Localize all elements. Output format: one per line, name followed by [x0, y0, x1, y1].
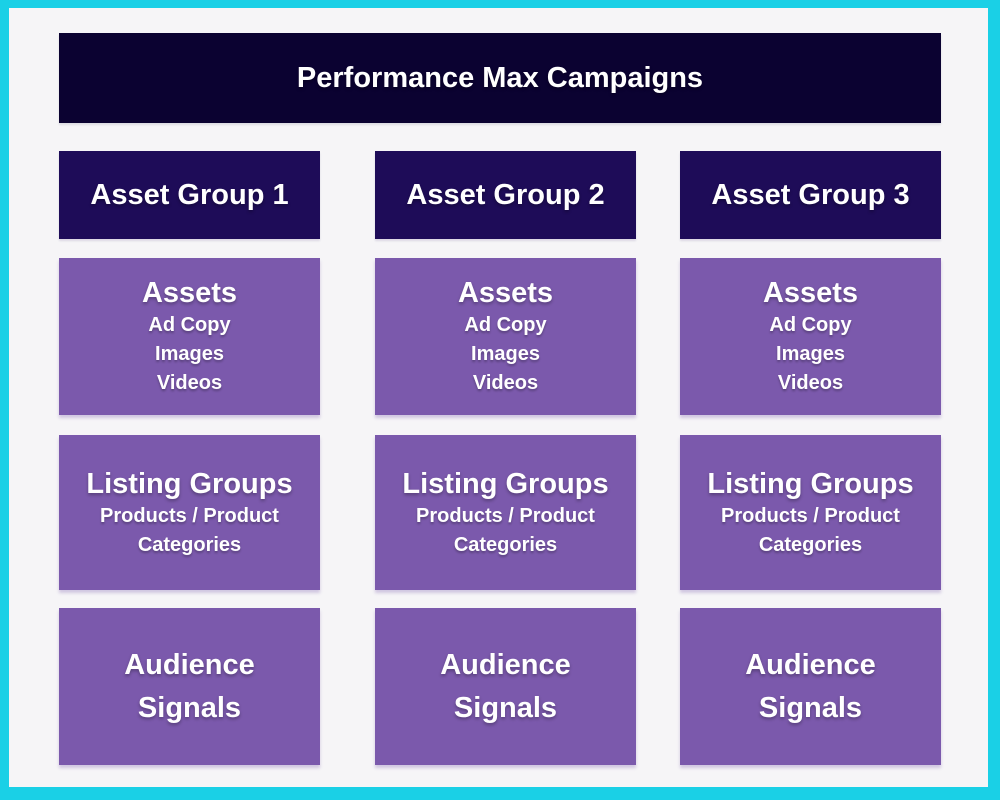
audience-signals-line-2: Signals — [758, 691, 863, 724]
asset-group-1-header: Asset Group 1 — [59, 151, 320, 239]
assets-card-1: Assets Ad Copy Images Videos — [59, 258, 320, 415]
asset-group-column-1: Asset Group 1 Assets Ad Copy Images Vide… — [59, 151, 320, 765]
listing-groups-card-2: Listing Groups Products / Product Catego… — [375, 435, 636, 590]
asset-group-3-title: Asset Group 3 — [711, 178, 910, 211]
listing-groups-title: Listing Groups — [402, 467, 609, 500]
assets-item-ad-copy: Ad Copy — [464, 314, 547, 336]
assets-item-images: Images — [776, 343, 845, 365]
audience-signals-line-1: Audience — [440, 648, 571, 681]
assets-card-3: Assets Ad Copy Images Videos — [680, 258, 941, 415]
listing-groups-title: Listing Groups — [86, 467, 293, 500]
assets-item-images: Images — [471, 343, 540, 365]
audience-signals-card-1: Audience Signals — [59, 608, 320, 765]
assets-item-videos: Videos — [472, 372, 539, 394]
asset-group-column-2: Asset Group 2 Assets Ad Copy Images Vide… — [375, 151, 636, 765]
assets-item-ad-copy: Ad Copy — [148, 314, 231, 336]
listing-groups-card-1: Listing Groups Products / Product Catego… — [59, 435, 320, 590]
campaign-title: Performance Max Campaigns — [296, 61, 704, 94]
audience-signals-line-1: Audience — [124, 648, 255, 681]
asset-group-2-title: Asset Group 2 — [406, 178, 605, 211]
listing-groups-subtitle: Products / Product Categories — [416, 504, 595, 556]
assets-item-images: Images — [155, 343, 224, 365]
assets-card-title: Assets — [457, 277, 554, 309]
audience-signals-line-2: Signals — [453, 691, 558, 724]
audience-signals-card-3: Audience Signals — [680, 608, 941, 765]
assets-card-title: Assets — [141, 277, 238, 309]
audience-signals-line-1: Audience — [745, 648, 876, 681]
assets-card-2: Assets Ad Copy Images Videos — [375, 258, 636, 415]
campaign-header-bar: Performance Max Campaigns — [59, 33, 941, 123]
assets-item-videos: Videos — [777, 372, 844, 394]
audience-signals-line-2: Signals — [137, 691, 242, 724]
assets-card-title: Assets — [762, 277, 859, 309]
audience-signals-card-2: Audience Signals — [375, 608, 636, 765]
listing-groups-subtitle: Products / Product Categories — [100, 504, 279, 556]
listing-groups-title: Listing Groups — [707, 467, 914, 500]
assets-item-ad-copy: Ad Copy — [769, 314, 852, 336]
listing-groups-card-3: Listing Groups Products / Product Catego… — [680, 435, 941, 590]
asset-group-3-header: Asset Group 3 — [680, 151, 941, 239]
assets-item-videos: Videos — [156, 372, 223, 394]
listing-groups-subtitle: Products / Product Categories — [721, 504, 900, 556]
asset-group-2-header: Asset Group 2 — [375, 151, 636, 239]
asset-group-column-3: Asset Group 3 Assets Ad Copy Images Vide… — [680, 151, 941, 765]
asset-group-1-title: Asset Group 1 — [90, 178, 289, 211]
